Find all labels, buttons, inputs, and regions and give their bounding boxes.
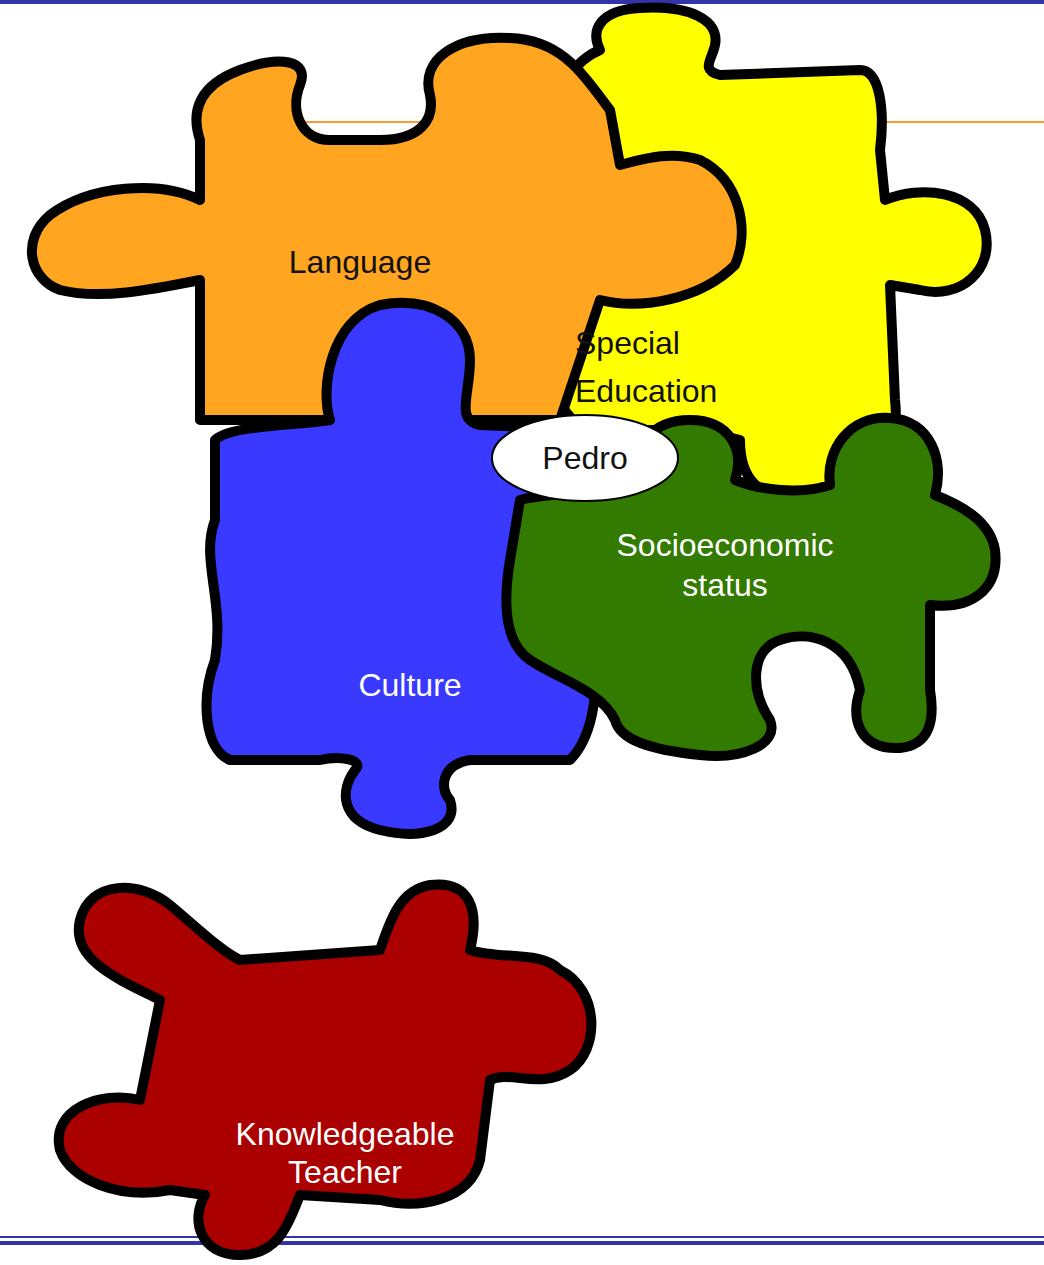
puzzle-outline bbox=[506, 418, 995, 756]
piece-label: Knowledgeable Teacher bbox=[220, 1115, 470, 1191]
top-rule bbox=[0, 0, 1044, 4]
ellipse-outline bbox=[492, 415, 678, 501]
piece-label: Socioeconomic status bbox=[600, 525, 850, 605]
bottom-rule bbox=[0, 1241, 1044, 1245]
piece-label: Pedro bbox=[542, 439, 627, 477]
piece-label: Special Education bbox=[575, 319, 765, 415]
puzzle-piece: Knowledgeable Teacher bbox=[50, 875, 610, 1260]
puzzle-outline bbox=[59, 884, 592, 1255]
student-ellipse: Pedro bbox=[490, 413, 680, 503]
puzzle-shape bbox=[50, 875, 610, 1260]
piece-label: Culture bbox=[358, 666, 461, 704]
bottom-rule-thin bbox=[0, 1236, 1044, 1238]
piece-label: Language bbox=[289, 243, 431, 281]
